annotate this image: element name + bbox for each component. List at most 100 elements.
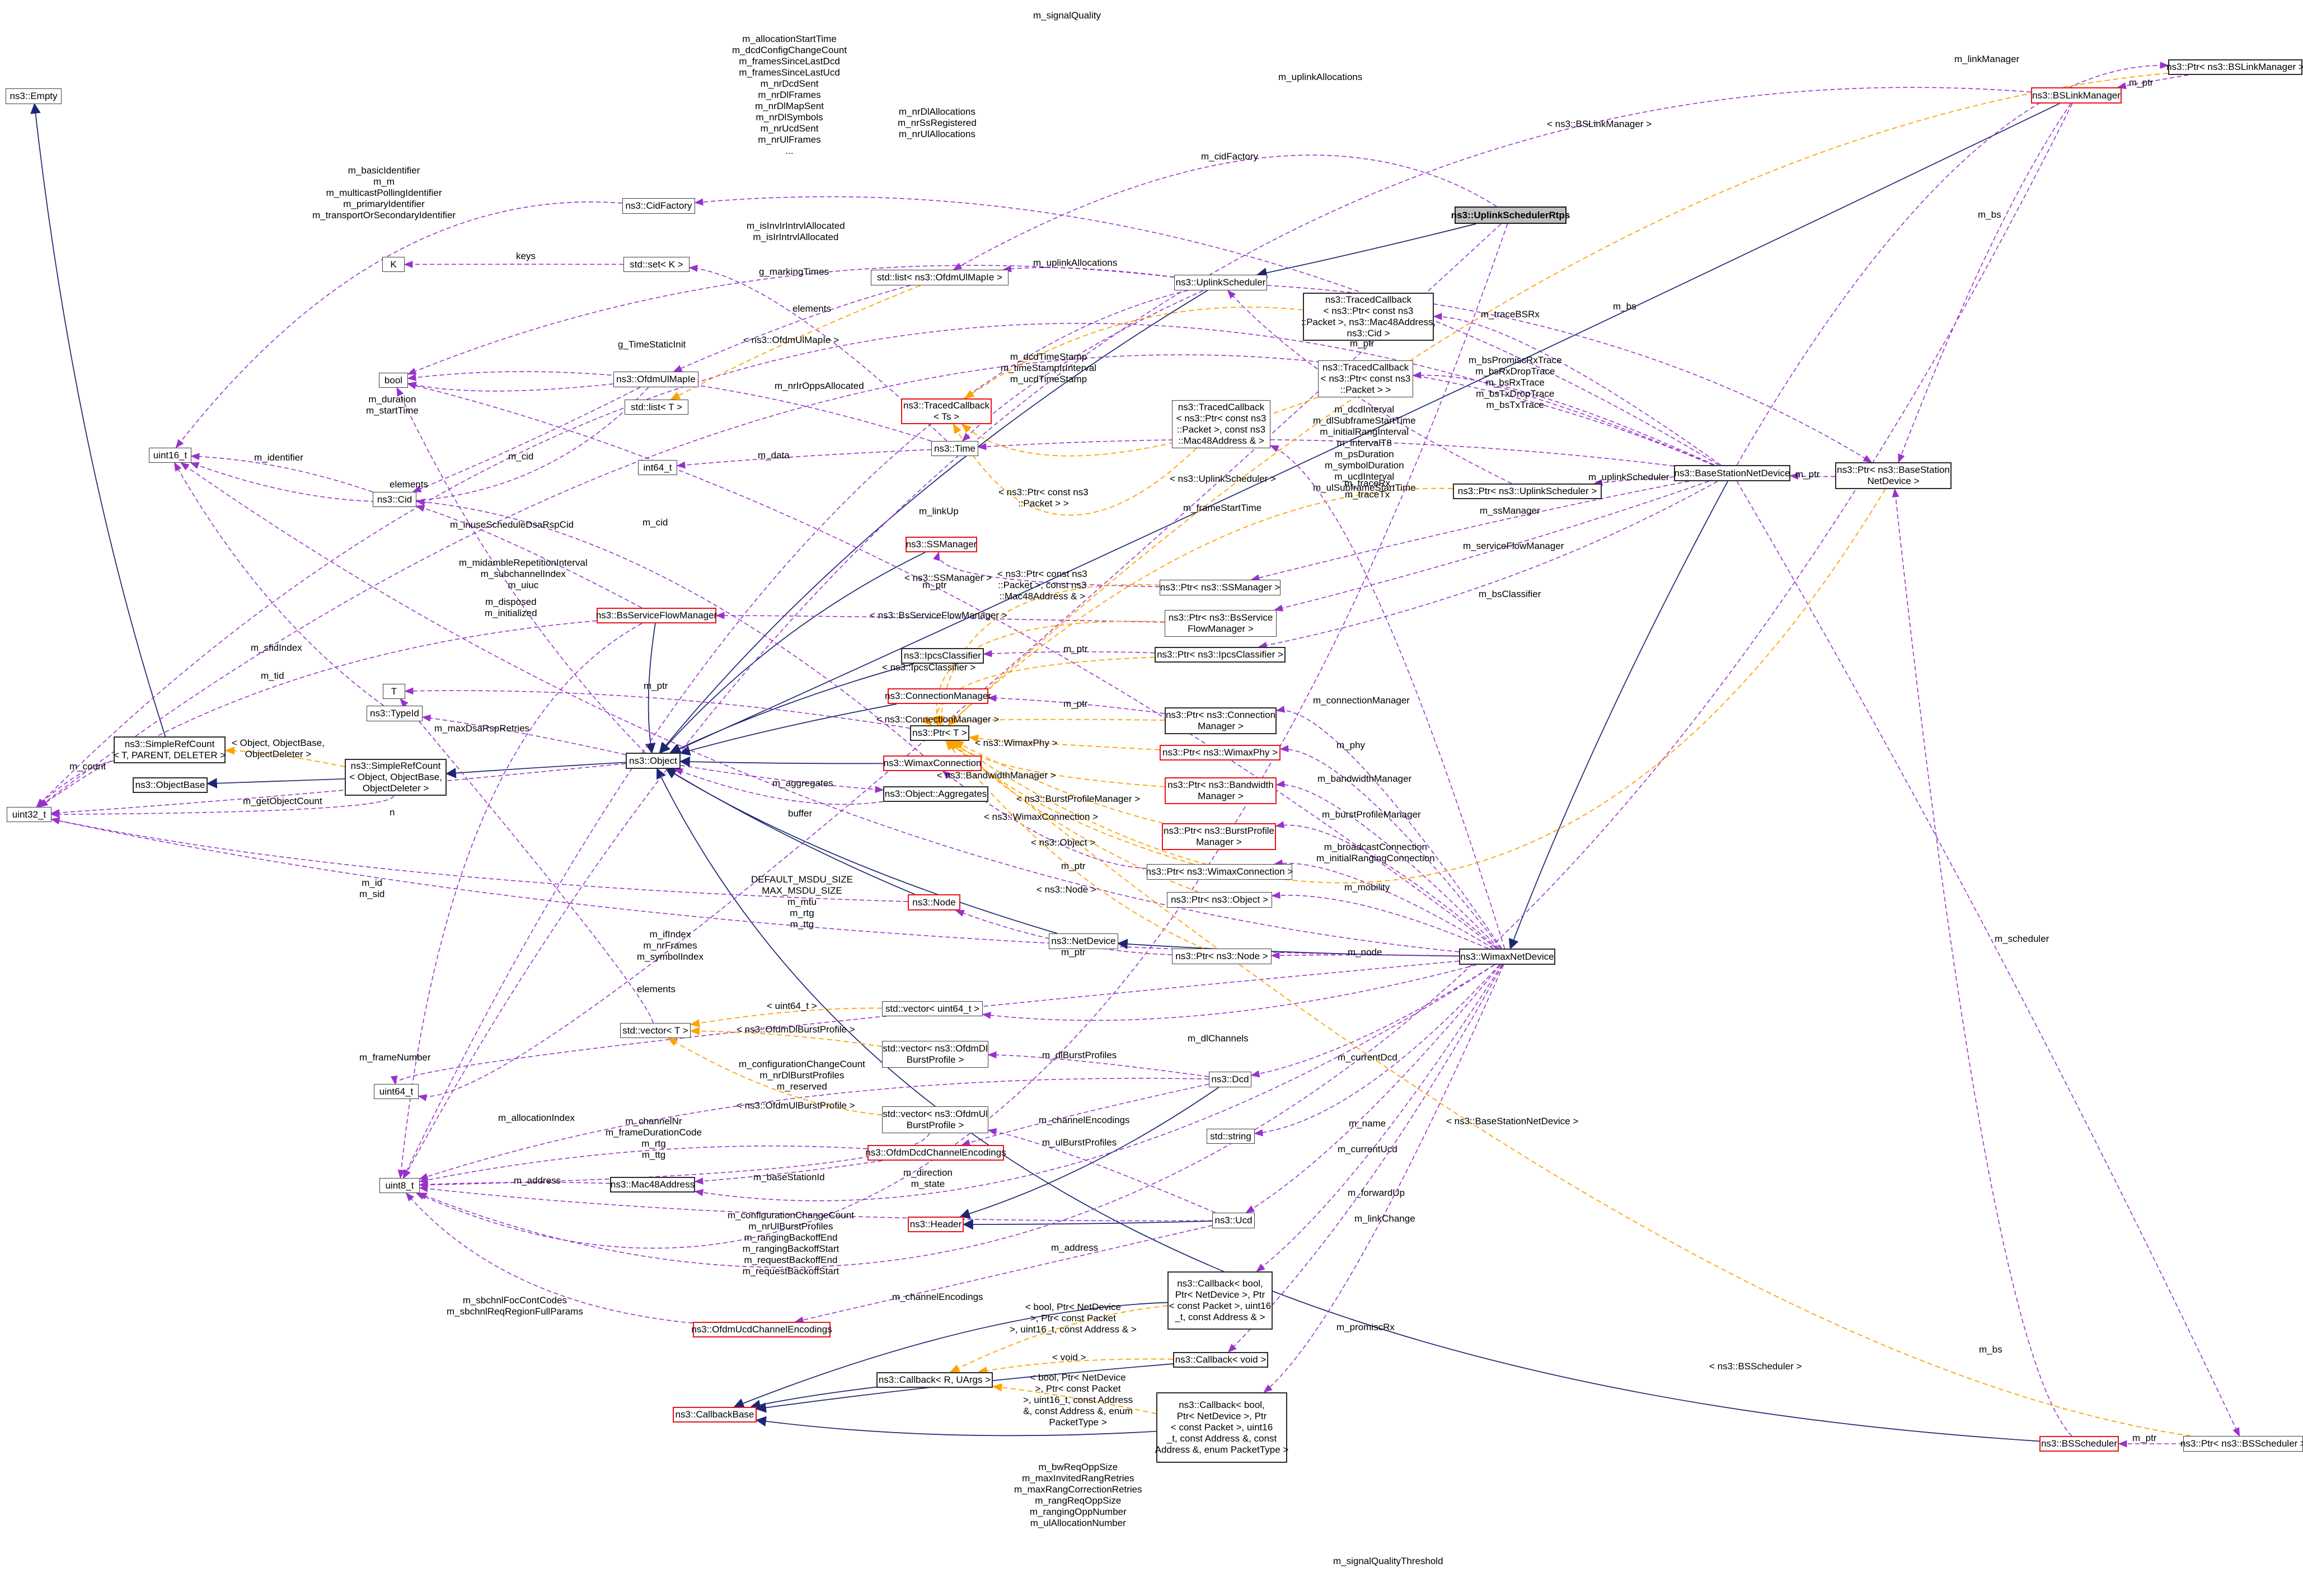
class-node-mac48[interactable]: ns3::Mac48Address bbox=[610, 1177, 695, 1193]
class-node-uint32[interactable]: uint32_t bbox=[7, 807, 51, 822]
class-node-listulmapie[interactable]: std::list< ns3::OfdmUlMapIe > bbox=[871, 270, 1009, 285]
class-node-ptrphy[interactable]: ns3::Ptr< ns3::WimaxPhy > bbox=[1160, 745, 1281, 761]
edge-label: m_tid bbox=[261, 670, 284, 681]
class-node-uint64[interactable]: uint64_t bbox=[374, 1084, 419, 1099]
edge-ofdmulmapie-cid bbox=[412, 387, 641, 492]
edge-label: m_duration m_startTime bbox=[366, 394, 419, 416]
class-node-cbvoid[interactable]: ns3::Callback< void > bbox=[1173, 1352, 1268, 1368]
class-node-dcd[interactable]: ns3::Dcd bbox=[1209, 1072, 1251, 1087]
class-node-netdevice[interactable]: ns3::NetDevice bbox=[1049, 933, 1118, 949]
edge-uplinkscheduler-ptrbsnd bbox=[1267, 285, 1873, 463]
edge-label: m_data bbox=[758, 450, 790, 461]
edge-wimaxnd-dcd bbox=[1250, 964, 1495, 1078]
class-node-uplinkscheduler[interactable]: ns3::UplinkScheduler bbox=[1174, 275, 1267, 290]
class-node-setk[interactable]: std::set< K > bbox=[623, 257, 690, 272]
class-node-ptrbwm[interactable]: ns3::Ptr< ns3::Bandwidth Manager > bbox=[1165, 777, 1277, 804]
class-node-ptrbpm[interactable]: ns3::Ptr< ns3::BurstProfile Manager > bbox=[1162, 823, 1276, 850]
class-node-tcb2[interactable]: ns3::TracedCallback < ns3::Ptr< const ns… bbox=[1172, 400, 1270, 448]
class-node-time[interactable]: ns3::Time bbox=[931, 441, 978, 456]
edge-label: m_phy bbox=[1336, 740, 1366, 750]
class-node-uint16[interactable]: uint16_t bbox=[149, 448, 191, 463]
class-node-vecu64[interactable]: std::vector< uint64_t > bbox=[882, 1001, 983, 1016]
class-node-bsscheduler[interactable]: ns3::BSScheduler bbox=[2039, 1436, 2119, 1452]
class-node-empty[interactable]: ns3::Empty bbox=[6, 88, 62, 104]
class-node-bsnetdevice[interactable]: ns3::BaseStationNetDevice bbox=[1674, 465, 1790, 481]
edge-label: m_configurationChangeCount m_nrDlBurstPr… bbox=[739, 1059, 865, 1092]
edge-tcb2-tcbts bbox=[953, 423, 1197, 516]
class-node-cb1[interactable]: ns3::Callback< bool, Ptr< NetDevice >, P… bbox=[1167, 1271, 1273, 1330]
class-node-uint8[interactable]: uint8_t bbox=[379, 1178, 420, 1193]
class-node-tcb3[interactable]: ns3::TracedCallback < ns3::Ptr< const ns… bbox=[1301, 293, 1436, 341]
edge-listulmapie-ofdmulmapie bbox=[673, 285, 911, 372]
class-node-object[interactable]: ns3::Object bbox=[626, 753, 681, 769]
class-node-stdstring[interactable]: std::string bbox=[1207, 1129, 1255, 1144]
class-node-connectionmanager[interactable]: ns3::ConnectionManager bbox=[885, 688, 991, 704]
class-node-wimaxconnection[interactable]: ns3::WimaxConnection bbox=[883, 755, 982, 771]
class-node-src1[interactable]: ns3::SimpleRefCount < T, PARENT, DELETER… bbox=[114, 736, 226, 763]
class-node-ptrbsnd[interactable]: ns3::Ptr< ns3::BaseStation NetDevice > bbox=[1835, 462, 1952, 489]
class-node-node[interactable]: ns3::Node bbox=[908, 894, 960, 910]
class-node-cid[interactable]: ns3::Cid bbox=[373, 492, 416, 507]
class-node-ptrssm[interactable]: ns3::Ptr< ns3::SSManager > bbox=[1160, 580, 1281, 595]
class-node-ptripcs[interactable]: ns3::Ptr< ns3::IpcsClassifier > bbox=[1155, 647, 1286, 663]
class-node-k[interactable]: K bbox=[382, 257, 405, 272]
class-node-ofdmucd[interactable]: ns3::OfdmUcdChannelEncodings bbox=[691, 1322, 832, 1337]
edge-label: m_ifIndex m_nrFrames m_symbolIndex bbox=[637, 929, 704, 962]
class-node-vecul[interactable]: std::vector< ns3::OfdmUl BurstProfile > bbox=[882, 1106, 988, 1133]
edge-object-typeid bbox=[421, 714, 626, 755]
class-node-callbackbase[interactable]: ns3::CallbackBase bbox=[673, 1407, 757, 1423]
class-node-src2[interactable]: ns3::SimpleRefCount < Object, ObjectBase… bbox=[345, 759, 447, 796]
class-node-ptrbssch[interactable]: ns3::Ptr< ns3::BSScheduler > bbox=[2180, 1436, 2303, 1452]
class-node-ofdmulmapie[interactable]: ns3::OfdmUlMapIe bbox=[613, 372, 698, 387]
class-node-ptrnode[interactable]: ns3::Ptr< ns3::Node > bbox=[1172, 949, 1272, 964]
class-node-ptrt[interactable]: ns3::Ptr< T > bbox=[910, 725, 969, 741]
edge-label: m_getObjectCount bbox=[243, 796, 322, 806]
class-node-cbruargs[interactable]: ns3::Callback< R, UArgs > bbox=[876, 1372, 993, 1388]
edge-uplinkscheduler-object bbox=[659, 290, 1208, 754]
class-node-aggregates[interactable]: ns3::Object::Aggregates bbox=[883, 786, 988, 802]
edge-label: g_TimeStaticInit bbox=[618, 339, 686, 350]
class-node-cb2[interactable]: ns3::Callback< bool, Ptr< NetDevice >, P… bbox=[1155, 1392, 1288, 1463]
class-node-wimaxnd[interactable]: ns3::WimaxNetDevice bbox=[1459, 949, 1555, 965]
class-node-header[interactable]: ns3::Header bbox=[908, 1217, 964, 1232]
class-node-int64[interactable]: int64_t bbox=[638, 460, 677, 475]
class-node-ptrbslm[interactable]: ns3::Ptr< ns3::BSLinkManager > bbox=[2166, 59, 2303, 75]
edge-bslinkmanager-uint8 bbox=[418, 103, 2073, 1268]
class-node-objectbase[interactable]: ns3::ObjectBase bbox=[133, 777, 208, 793]
edge-ptrbwm-ptrt bbox=[948, 740, 1165, 787]
class-node-t[interactable]: T bbox=[383, 684, 405, 699]
edge-ptrbsfm-ptrt bbox=[932, 621, 1165, 726]
class-node-cidfactory[interactable]: ns3::CidFactory bbox=[622, 198, 695, 214]
edge-label: < ns3::WimaxPhy > bbox=[975, 738, 1058, 748]
class-node-listt[interactable]: std::list< T > bbox=[625, 400, 688, 415]
class-node-tcbts[interactable]: ns3::TracedCallback < Ts > bbox=[901, 398, 992, 424]
edge-label: < bool, Ptr< NetDevice >, Ptr< const Pac… bbox=[1023, 1372, 1133, 1428]
class-node-bsservicefm[interactable]: ns3::BsServiceFlowManager bbox=[596, 608, 717, 623]
edge-bsnetdevice-uint32 bbox=[36, 322, 1714, 808]
class-node-ucd[interactable]: ns3::Ucd bbox=[1212, 1213, 1255, 1228]
edge-label: m_dlChannels bbox=[1188, 1033, 1249, 1044]
edge-time-bool bbox=[407, 371, 932, 442]
class-node-bslinkmanager[interactable]: ns3::BSLinkManager bbox=[2031, 87, 2122, 104]
class-node-ptruplink[interactable]: ns3::Ptr< ns3::UplinkScheduler > bbox=[1453, 484, 1602, 499]
class-node-tcb1[interactable]: ns3::TracedCallback < ns3::Ptr< const ns… bbox=[1318, 360, 1413, 397]
class-node-ptrwc[interactable]: ns3::Ptr< ns3::WimaxConnection > bbox=[1146, 864, 1293, 880]
class-node-ptrbsfm[interactable]: ns3::Ptr< ns3::BsService FlowManager > bbox=[1165, 610, 1277, 637]
class-node-vecdl[interactable]: std::vector< ns3::OfdmDl BurstProfile > bbox=[882, 1041, 988, 1068]
class-node-ssmanager[interactable]: ns3::SSManager bbox=[906, 537, 977, 552]
edge-label: m_channelEncodings bbox=[1039, 1115, 1130, 1125]
class-node-typeid[interactable]: ns3::TypeId bbox=[367, 706, 423, 721]
class-node-ipcsclassifier[interactable]: ns3::IpcsClassifier bbox=[901, 648, 984, 664]
edge-label: m_dcdInterval m_dlSubframeStartTime m_in… bbox=[1313, 404, 1416, 493]
class-node-ptrcm[interactable]: ns3::Ptr< ns3::Connection Manager > bbox=[1165, 707, 1277, 734]
edge-label: m_identifier bbox=[254, 452, 303, 463]
edge-cidfactory-uint16 bbox=[175, 201, 623, 449]
edge-ptrbpm-ptrt bbox=[953, 740, 1164, 824]
class-node-ptrobj[interactable]: ns3::Ptr< ns3::Object > bbox=[1167, 892, 1272, 908]
class-node-ofdmdcd[interactable]: ns3::OfdmDcdChannelEncodings bbox=[865, 1145, 1006, 1161]
class-node-vect[interactable]: std::vector< T > bbox=[620, 1023, 691, 1038]
class-node-rtps[interactable]: ns3::UplinkSchedulerRtps bbox=[1451, 206, 1570, 224]
class-node-bool[interactable]: bool bbox=[379, 373, 408, 388]
edge-wimaxnd-bool bbox=[407, 382, 1497, 949]
edge-label: < ns3::WimaxConnection > bbox=[984, 811, 1099, 822]
